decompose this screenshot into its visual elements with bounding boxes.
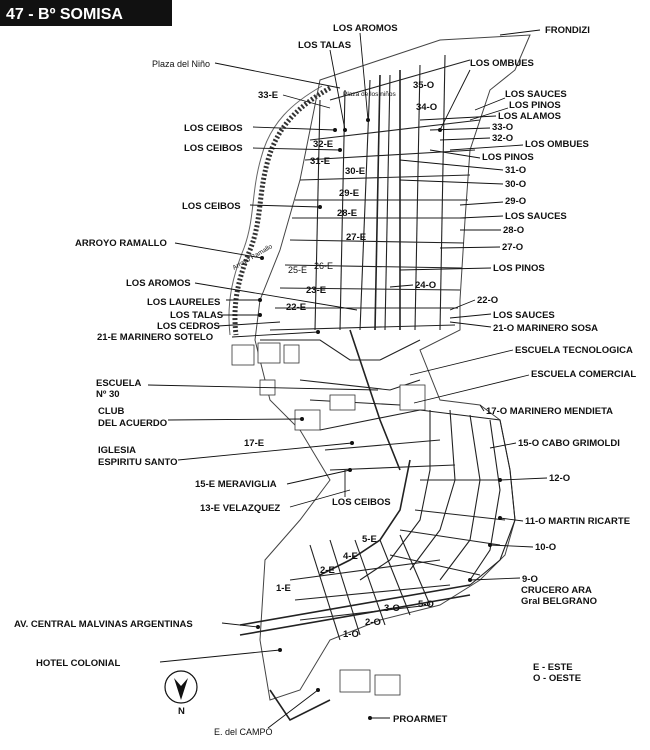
label-5e: 5-E — [362, 534, 377, 545]
label-21e: 21-E MARINERO SOTELO — [97, 332, 213, 343]
label-33o: 33-O — [492, 122, 513, 133]
label-25e: 25-E — [288, 265, 307, 275]
label-27o: 27-O — [502, 242, 523, 253]
label-los-talas-mid: LOS TALAS — [170, 310, 223, 321]
label-29e: 29-E — [339, 188, 359, 199]
label-hotel-colonial: HOTEL COLONIAL — [36, 658, 120, 669]
label-los-aromos-top: LOS AROMOS — [333, 23, 398, 34]
label-35o: 35-O — [413, 80, 434, 91]
north-label: N — [178, 706, 185, 717]
label-los-ombues-1: LOS OMBUES — [470, 58, 534, 69]
label-arroyo-ramallo-inner: Arroyo Ramallo — [232, 243, 275, 272]
label-23e: 23-E — [306, 285, 326, 296]
label-15e: 15-E MERAVIGLIA — [195, 479, 277, 490]
label-9o: 9-O — [522, 574, 538, 585]
label-11o: 11-O MARTIN RICARTE — [525, 516, 630, 527]
label-los-talas-top: LOS TALAS — [298, 40, 351, 51]
label-17o: 17-O MARINERO MENDIETA — [486, 406, 613, 417]
label-iglesia-a: IGLESIA — [98, 445, 136, 456]
label-los-ceibos-2: LOS CEIBOS — [184, 143, 243, 154]
label-los-alamos: LOS ALAMOS — [498, 111, 561, 122]
label-17e: 17-E — [244, 438, 264, 449]
label-los-sauces-3: LOS SAUCES — [493, 310, 555, 321]
label-2e: 2-E — [320, 565, 335, 576]
label-escuela-tecnologica: ESCUELA TECNOLOGICA — [515, 345, 633, 356]
label-24o: 24-O — [415, 280, 436, 291]
label-12o: 12-O — [549, 473, 570, 484]
central-area — [231, 329, 426, 471]
label-26e: 26-E — [314, 261, 333, 271]
label-legend-o: O - OESTE — [533, 673, 581, 684]
label-los-sauces-2: LOS SAUCES — [505, 211, 567, 222]
label-33e: 33-E — [258, 90, 278, 101]
label-los-ceibos-1: LOS CEIBOS — [184, 123, 243, 134]
label-32o: 32-O — [492, 133, 513, 144]
label-28e: 28-E — [337, 208, 357, 219]
map-title: 47 - Bº SOMISA — [6, 6, 123, 23]
label-1o: 1-O — [343, 629, 359, 640]
label-10o: 10-O — [535, 542, 556, 553]
label-proarmet: PROARMET — [393, 714, 448, 725]
label-plaza-ninos-inner: Plaza de los niños — [343, 91, 397, 98]
street-labels: LOS AROMOS LOS TALAS FRONDIZI Plaza del … — [14, 23, 636, 737]
label-los-laureles: LOS LAURELES — [147, 297, 220, 308]
label-escuela-30-a: ESCUELA — [96, 378, 142, 389]
label-21o: 21-O MARINERO SOSA — [493, 323, 598, 334]
label-frondizi: FRONDIZI — [545, 25, 590, 36]
label-4e: 4-E — [343, 551, 358, 562]
label-13e: 13-E VELAZQUEZ — [200, 503, 280, 514]
label-2o: 2-O — [365, 617, 381, 628]
label-los-aromos-mid: LOS AROMOS — [126, 278, 191, 289]
label-30e: 30-E — [345, 166, 365, 177]
label-plaza-del-nino: Plaza del Niño — [152, 59, 210, 69]
label-escuela-comercial: ESCUELA COMERCIAL — [531, 369, 636, 380]
label-3o: 3-O — [384, 603, 400, 614]
label-arroyo-ramallo: ARROYO RAMALLO — [75, 238, 167, 249]
label-22o: 22-O — [477, 295, 498, 306]
label-club-a: CLUB — [98, 406, 125, 417]
label-29o: 29-O — [505, 196, 526, 207]
label-5o: 5-O — [418, 599, 434, 610]
label-27e: 27-E — [346, 232, 366, 243]
label-31o: 31-O — [505, 165, 526, 176]
label-los-sauces-1: LOS SAUCES — [505, 89, 567, 100]
label-los-ombues-2: LOS OMBUES — [525, 139, 589, 150]
label-escuela-30-b: Nº 30 — [96, 389, 120, 400]
north-arrow-icon: N — [164, 670, 198, 717]
label-iglesia-b: ESPIRITU SANTO — [98, 457, 178, 468]
north-street-grid — [269, 54, 481, 331]
label-e-del-campo: E. del CAMPO — [214, 727, 273, 737]
label-crucero-a: CRUCERO ARA — [521, 585, 592, 596]
arroyo-river — [232, 85, 332, 336]
title-bar — [0, 0, 172, 26]
leader-lines — [147, 29, 548, 729]
arroyo-river-edge — [228, 85, 323, 336]
label-28o: 28-O — [503, 225, 524, 236]
label-los-cedros: LOS CEDROS — [157, 321, 220, 332]
label-22e: 22-E — [286, 302, 306, 313]
label-34o: 34-O — [416, 102, 437, 113]
label-av-central: AV. CENTRAL MALVINAS ARGENTINAS — [14, 619, 193, 630]
label-los-pinos-2: LOS PINOS — [482, 152, 534, 163]
label-31e: 31-E — [310, 156, 330, 167]
label-1e: 1-E — [276, 583, 291, 594]
label-club-b: DEL ACUERDO — [98, 418, 167, 429]
marker-dots — [256, 118, 502, 720]
southwest-street-grid — [239, 534, 471, 722]
label-los-pinos-1: LOS PINOS — [509, 100, 561, 111]
label-crucero-b: Gral BELGRANO — [521, 596, 597, 607]
label-los-ceibos-4: LOS CEIBOS — [332, 497, 391, 508]
label-30o: 30-O — [505, 179, 526, 190]
label-32e: 32-E — [313, 139, 333, 150]
label-15o: 15-O CABO GRIMOLDI — [518, 438, 620, 449]
label-los-pinos-3: LOS PINOS — [493, 263, 545, 274]
label-legend-e: E - ESTE — [533, 662, 573, 673]
label-los-ceibos-3: LOS CEIBOS — [182, 201, 241, 212]
